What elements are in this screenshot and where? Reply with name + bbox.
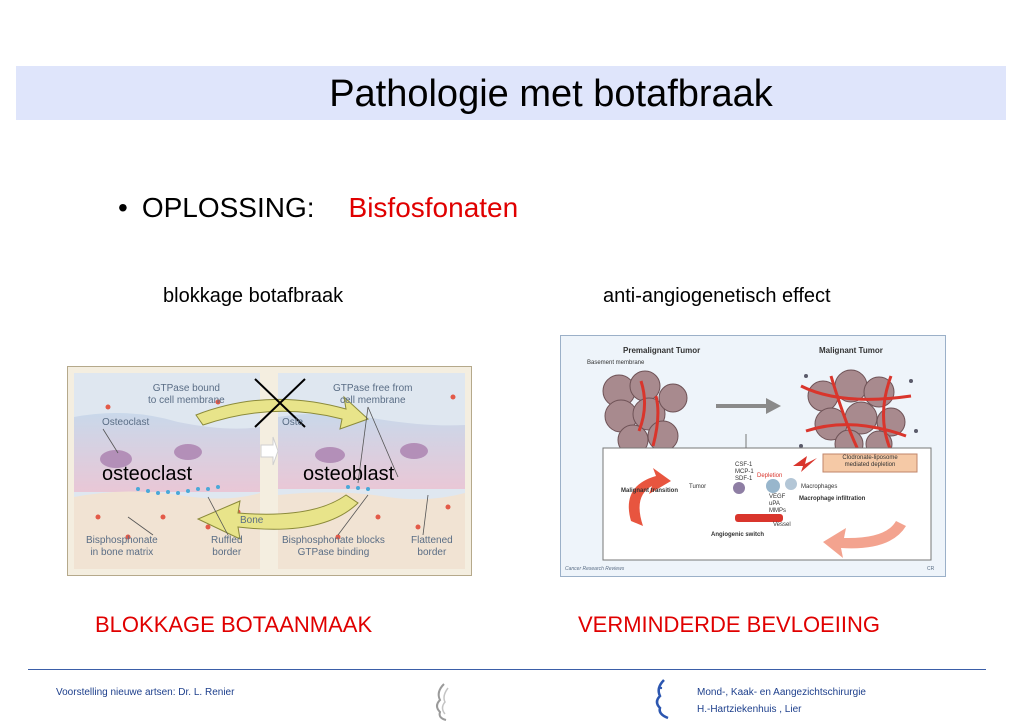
basement-label: Basement membrane (587, 360, 645, 366)
heading-left: blokkage botafbraak (163, 285, 344, 307)
gtp-bound-label: GTPase bound to cell membrane (148, 383, 225, 406)
bullet-solution: • OPLOSSING: Bisfosfonaten (118, 192, 518, 224)
caption-right: VERMINDERDE BEVLOEIING (578, 612, 880, 637)
department-logo-icon (655, 679, 669, 720)
bone-illustration (74, 373, 465, 569)
footer-presenter: Voorstelling nieuwe artsen: Dr. L. Renie… (56, 687, 235, 698)
bottom-label-4: Flattened border (411, 535, 453, 558)
footer-department: Mond-, Kaak- en Aangezichtschirurgie H.-… (697, 684, 866, 718)
malignant-label: Malignant Tumor (819, 346, 883, 355)
caption-left: BLOKKAGE BOTAANMAAK (95, 612, 373, 637)
bullet-label: OPLOSSING: (141, 192, 315, 223)
macrophages-label: Macrophages (801, 484, 838, 490)
tumor-label: Tumor (689, 484, 707, 490)
page-title: Pathologie met botafbraak (329, 73, 773, 115)
growth-factors-label: VEGF uPA MMPs (769, 494, 786, 514)
title-bar: Pathologie met botafbraak (16, 66, 1006, 120)
premalignant-label: Premalignant Tumor (623, 346, 701, 355)
bullet-dot: • (118, 192, 128, 223)
angiogenic-switch-label: Angiogenic switch (711, 532, 765, 538)
figure-angiogenesis: Premalignant Tumor Malignant Tumor Basem… (560, 335, 946, 577)
corner-label: CR (927, 566, 935, 572)
overlay-osteoclast: osteoclast (102, 463, 193, 485)
figure-bone-resorption: GTPase bound to cell membrane GTPase fre… (67, 366, 472, 576)
bottom-label-2: Ruffled border (211, 535, 243, 558)
footer-divider (28, 669, 986, 670)
bone-label: Bone (240, 515, 264, 526)
bottom-label-1: Bisphosphonate in bone matrix (86, 535, 158, 558)
clodronate-label: Clodronate-liposome mediated depletion (842, 455, 898, 468)
osteoclast-small-label-right: Oste (282, 417, 304, 428)
depletion-label: Depletion (757, 473, 783, 479)
vessel-label: Vessel (773, 522, 791, 528)
overlay-osteoblast: osteoblast (303, 463, 395, 485)
bottom-label-3: Bisphosphonate blocks GTPase binding (282, 535, 385, 558)
osteoclast-small-label: Osteoclast (102, 417, 150, 428)
macrophage-infiltration-label: Macrophage infiltration (799, 496, 866, 502)
tumor-illustration (561, 336, 945, 576)
factors-label: CSF-1 MCP-1 SDF-1 (735, 462, 754, 482)
hospital-logo-icon (436, 683, 449, 721)
footer-department-line1: Mond-, Kaak- en Aangezichtschirurgie (697, 687, 866, 698)
gtp-free-label: GTPase free from cell membrane (333, 383, 413, 406)
heading-right: anti-angiogenetisch effect (603, 285, 831, 307)
source-label: Cancer Research Reviews (565, 566, 625, 572)
footer-department-line2: H.-Hartziekenhuis , Lier (697, 704, 802, 715)
bullet-value: Bisfosfonaten (348, 192, 519, 223)
malignant-transition-label: Malignant transition (621, 488, 678, 494)
